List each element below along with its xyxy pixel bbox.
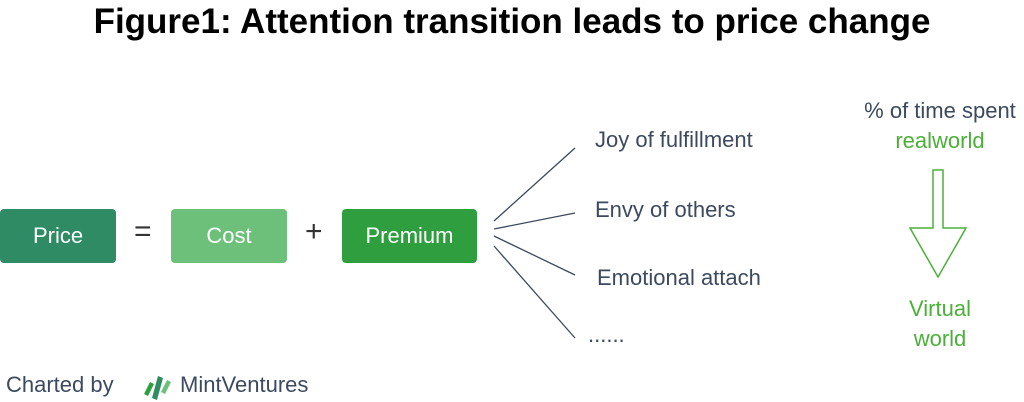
- branch-joy: Joy of fulfillment: [595, 127, 753, 152]
- brand-name: MintVentures: [180, 372, 309, 397]
- charted-by-label: Charted by: [6, 372, 114, 397]
- branch-line-1: [493, 147, 576, 222]
- branch-line-3: [493, 235, 576, 276]
- branch-line-4: [493, 245, 576, 339]
- branch-envy: Envy of others: [595, 197, 736, 222]
- virtual-label: Virtual: [909, 296, 971, 321]
- price-box: Price: [0, 209, 116, 263]
- branch-emotional: Emotional attach: [597, 265, 761, 290]
- plus-sign: +: [305, 215, 323, 248]
- time-spent-header: % of time spent: [864, 98, 1016, 123]
- equals-sign: =: [134, 215, 152, 248]
- mint-ventures-logo-icon: [144, 376, 171, 400]
- cost-box: Cost: [171, 209, 287, 263]
- premium-box: Premium: [342, 209, 477, 263]
- branch-ellipsis: ......: [588, 322, 625, 347]
- figure-title: Figure1: Attention transition leads to p…: [93, 2, 931, 41]
- world-label: world: [913, 326, 967, 351]
- realworld-label: realworld: [895, 128, 985, 153]
- down-arrow-icon: [908, 169, 968, 279]
- branch-line-2: [493, 212, 576, 230]
